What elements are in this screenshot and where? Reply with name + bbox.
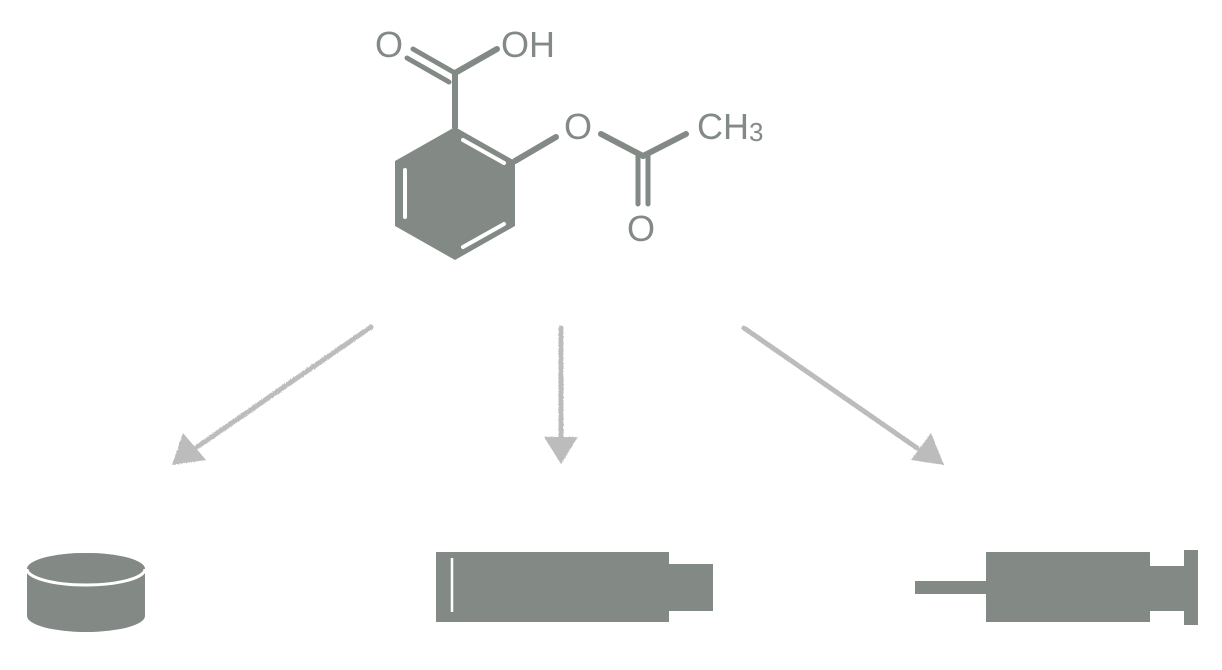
aspirin-molecule: O OH O CH3 O bbox=[375, 24, 763, 260]
hydroxyl-label: OH bbox=[501, 24, 555, 65]
methyl-main: CH bbox=[697, 106, 749, 147]
bond-ester-oxygen-to-carbon bbox=[598, 131, 646, 159]
aromatic-bond bbox=[461, 138, 506, 165]
methyl-label: CH3 bbox=[697, 106, 763, 147]
bond-carbon-to-methyl bbox=[640, 131, 689, 159]
suppository-icon bbox=[436, 552, 713, 622]
double-bond-carbonyl bbox=[410, 46, 458, 76]
benzene-ring bbox=[395, 127, 515, 260]
bond-ring-to-ester-oxygen bbox=[512, 134, 559, 164]
syringe-icon bbox=[915, 550, 1198, 625]
arrow-to-tablet bbox=[172, 324, 374, 465]
bond-to-hydroxyl bbox=[452, 46, 500, 76]
ester-oxygen-label: O bbox=[564, 106, 592, 147]
arrow-to-syringe bbox=[741, 325, 944, 465]
carbonyl-oxygen-label: O bbox=[375, 24, 403, 65]
aromatic-bond bbox=[461, 222, 506, 249]
acetyl-oxygen-label: O bbox=[627, 208, 655, 249]
arrow-to-suppository bbox=[544, 325, 578, 464]
arrows bbox=[172, 324, 944, 465]
double-bond-carbonyl bbox=[404, 55, 452, 85]
tablet-icon bbox=[25, 553, 147, 632]
methyl-subscript: 3 bbox=[749, 117, 763, 147]
